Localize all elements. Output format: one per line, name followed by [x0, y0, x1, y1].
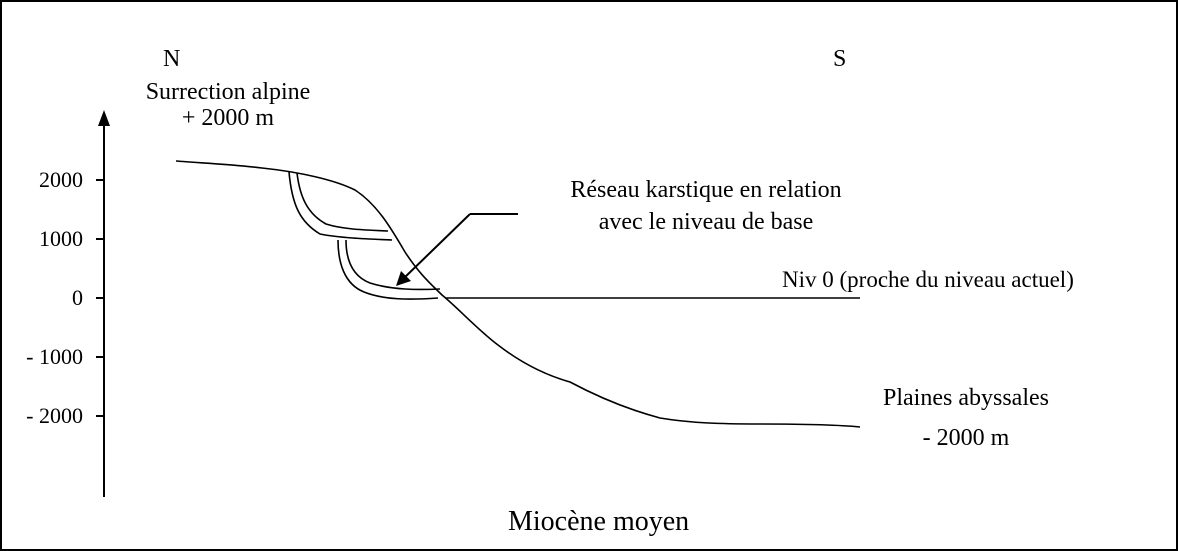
karst-upper-inner — [296, 172, 389, 232]
karst-pointer-line — [401, 213, 471, 281]
karst-annotation-line1: Réseau karstique en relation — [570, 177, 842, 203]
tick-label-1000: 1000 — [39, 226, 83, 251]
tick-label-2000: 2000 — [39, 167, 83, 192]
tick-label-minus-2000: - 2000 — [26, 403, 83, 428]
diagram-caption: Miocène moyen — [508, 506, 690, 537]
south-label: S — [833, 46, 847, 72]
niv0-annotation: Niv 0 (proche du niveau actuel) — [782, 267, 1074, 292]
karst-lower-inner — [345, 239, 441, 291]
axis-arrowhead — [98, 110, 110, 126]
plaines-annotation-line1: Plaines abyssales — [883, 385, 1049, 411]
karst-annotation-line2: avec le niveau de base — [598, 209, 814, 235]
karst-lower-outer — [337, 239, 439, 300]
uplift-label-line2: + 2000 m — [181, 105, 275, 131]
plaines-annotation-line2: - 2000 m — [922, 425, 1010, 451]
tick-label-minus-1000: - 1000 — [26, 344, 83, 369]
karst-upper-outer — [288, 171, 393, 241]
tick-label-0: 0 — [72, 285, 83, 310]
north-label: N — [163, 46, 181, 72]
uplift-label-line1: Surrection alpine — [145, 79, 311, 105]
terrain-profile — [175, 160, 861, 428]
karst-pointer-arrowhead — [396, 271, 411, 286]
